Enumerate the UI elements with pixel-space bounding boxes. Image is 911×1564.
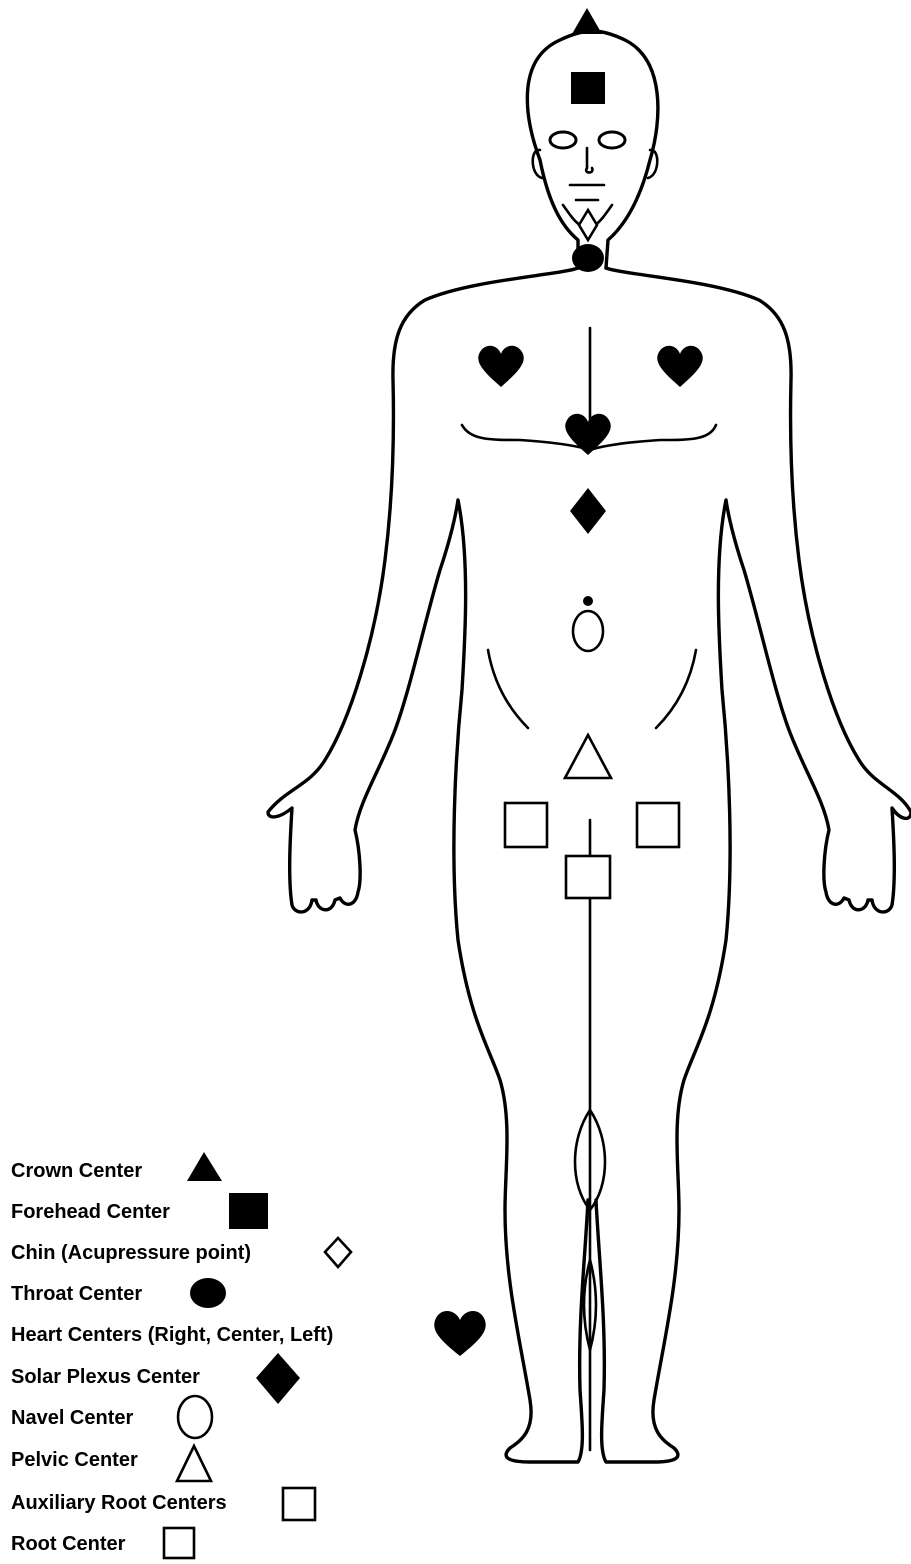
body-outline-left <box>268 268 588 1462</box>
jaw-right <box>595 205 612 225</box>
nose <box>586 148 592 173</box>
legend-label-chin: Chin (Acupressure point) <box>11 1242 251 1264</box>
legend-label-auxiliary-root: Auxiliary Root Centers <box>11 1492 227 1514</box>
chin-marker <box>579 210 597 240</box>
legend: Crown Center Forehead Center Chin (Acupr… <box>11 1152 486 1558</box>
left-eye <box>550 132 576 148</box>
legend-label-throat: Throat Center <box>11 1283 142 1305</box>
navel-dot-marker <box>583 596 593 606</box>
solar-plexus-center-marker <box>570 488 606 534</box>
diamond-filled-icon <box>256 1353 300 1404</box>
heart-center-center-marker <box>565 414 611 455</box>
legend-label-heart: Heart Centers (Right, Center, Left) <box>11 1324 333 1346</box>
diamond-outline-icon <box>325 1238 351 1267</box>
legend-label-crown: Crown Center <box>11 1160 142 1182</box>
heart-center-right-marker <box>478 346 524 387</box>
right-eye <box>599 132 625 148</box>
crown-center-marker <box>572 8 602 34</box>
navel-center-marker <box>573 611 603 651</box>
jaw-left <box>563 205 580 225</box>
heart-filled-icon <box>434 1311 485 1356</box>
triangle-outline-icon <box>177 1446 211 1481</box>
square-outline-icon <box>164 1528 194 1558</box>
legend-label-root: Root Center <box>11 1533 126 1555</box>
circle-filled-icon <box>190 1278 226 1308</box>
legend-label-solar-plexus: Solar Plexus Center <box>11 1366 200 1388</box>
root-center-marker <box>566 856 610 898</box>
legend-label-forehead: Forehead Center <box>11 1201 170 1223</box>
auxiliary-root-center-right-marker <box>505 803 547 847</box>
legend-label-navel: Navel Center <box>11 1407 133 1429</box>
throat-center-marker <box>572 244 604 272</box>
right-hip-line <box>656 650 696 728</box>
square-outline-icon <box>283 1488 315 1520</box>
energy-center-markers <box>478 8 703 898</box>
forehead-center-marker <box>571 72 605 104</box>
legend-label-pelvic: Pelvic Center <box>11 1449 138 1471</box>
auxiliary-root-center-left-marker <box>637 803 679 847</box>
heart-center-left-marker <box>657 346 703 387</box>
triangle-filled-icon <box>187 1152 222 1181</box>
square-filled-icon <box>229 1193 268 1229</box>
oval-outline-icon <box>178 1396 212 1438</box>
pelvic-center-marker <box>565 735 611 778</box>
body-outline-right <box>596 268 911 1462</box>
left-hip-line <box>488 650 528 728</box>
